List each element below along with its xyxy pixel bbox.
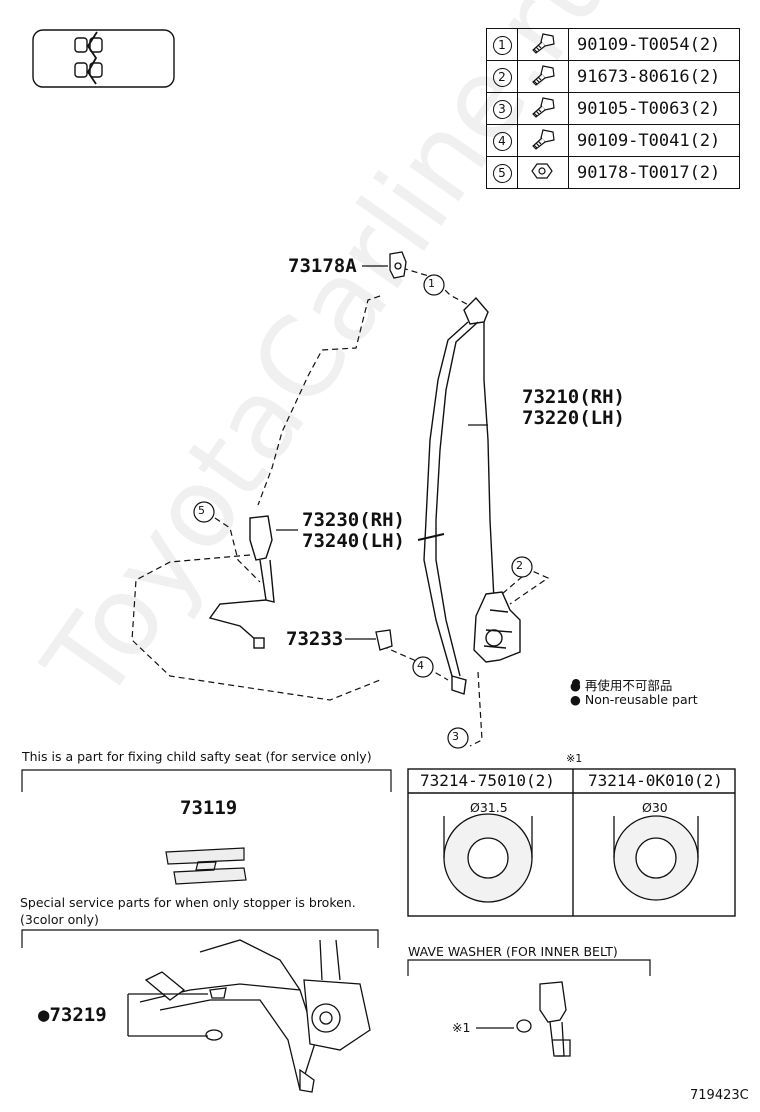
legend-jp: ● 再使用不可部品 xyxy=(570,678,673,693)
diagram-id: 719423C xyxy=(690,1088,749,1103)
fastener-row: 3 90105-T0063(2) xyxy=(486,92,740,125)
fastener-row: 5 90178-T0017(2) xyxy=(486,156,740,189)
cover-73233 xyxy=(375,629,393,651)
vehicle-location-icon xyxy=(32,29,175,88)
bolt-icon xyxy=(517,124,569,157)
wave-washer-title: WAVE WASHER (FOR INNER BELT) xyxy=(408,944,618,959)
part-73210: 73210(RH) xyxy=(522,386,625,408)
part-73240: 73240(LH) xyxy=(302,530,405,552)
fastener-number: 4 xyxy=(492,132,512,151)
fastener-number: 3 xyxy=(492,100,512,119)
fastener-row: 4 90109-T0041(2) xyxy=(486,124,740,157)
wave-washer-drawing xyxy=(476,981,571,1057)
wave-washer-mark: ※1 xyxy=(452,1020,471,1035)
washer-2 xyxy=(613,815,699,901)
callout-4: 4 xyxy=(417,659,424,672)
fastener-number: 5 xyxy=(492,164,512,183)
fastener-code: 91673-80616(2) xyxy=(568,60,740,93)
washer-1 xyxy=(443,813,533,903)
part-73233: 73233 xyxy=(286,628,344,650)
leader-lines xyxy=(276,265,488,640)
washer-table-frame xyxy=(407,768,736,917)
fastener-row: 2 91673-80616(2) xyxy=(486,60,740,93)
nut-icon xyxy=(517,156,569,189)
callout-2: 2 xyxy=(516,559,523,572)
stopper-drawing xyxy=(127,939,371,1093)
callout-1: 1 xyxy=(428,277,435,290)
anchor-cover-73178A xyxy=(389,251,407,279)
stopper-box xyxy=(21,929,379,948)
part-73119: 73119 xyxy=(180,797,238,819)
callout-5: 5 xyxy=(198,504,205,517)
part-73230: 73230(RH) xyxy=(302,509,405,531)
legend-bullets xyxy=(572,679,580,687)
seat-belt-assembly xyxy=(417,296,521,695)
fastener-table: 1 90109-T0054(2) 2 91673-80616(2) 3 90105-T00… xyxy=(486,28,740,189)
bolt-icon xyxy=(517,92,569,125)
fastener-number: 2 xyxy=(492,68,512,87)
fastener-code: 90109-T0041(2) xyxy=(568,124,740,157)
legend-en: ● Non-reusable part xyxy=(570,692,698,707)
fastener-code: 90109-T0054(2) xyxy=(568,28,740,61)
fastener-code: 90178-T0017(2) xyxy=(568,156,740,189)
callout-circles xyxy=(193,274,533,749)
buckle-73230 xyxy=(208,515,275,649)
dashed-lines xyxy=(131,267,550,747)
washer-2-code: 73214-0K010(2) xyxy=(588,771,723,790)
washer-1-code: 73214-75010(2) xyxy=(420,771,555,790)
washer-2-diameter: Ø30 xyxy=(642,800,668,815)
bolt-icon xyxy=(517,28,569,61)
washer-1-diameter: Ø31.5 xyxy=(470,800,508,815)
fastener-code: 90105-T0063(2) xyxy=(568,92,740,125)
wave-washer-box xyxy=(407,959,651,976)
callout-3: 3 xyxy=(452,730,459,743)
stopper-title-1: Special service parts for when only stop… xyxy=(20,895,356,910)
child-seat-box xyxy=(21,769,392,792)
fastener-number: 1 xyxy=(492,36,512,55)
washer-note-mark: ※1 xyxy=(566,752,583,765)
part-73220: 73220(LH) xyxy=(522,407,625,429)
bolt-icon xyxy=(517,60,569,93)
part-73219: ●73219 xyxy=(38,1004,107,1026)
stopper-title-2: (3color only) xyxy=(20,912,99,927)
fastener-row: 1 90109-T0054(2) xyxy=(486,28,740,61)
anchor-bracket-73119 xyxy=(165,847,247,885)
child-seat-title: This is a part for fixing child safty se… xyxy=(22,749,372,764)
part-73178A: 73178A xyxy=(288,255,357,277)
